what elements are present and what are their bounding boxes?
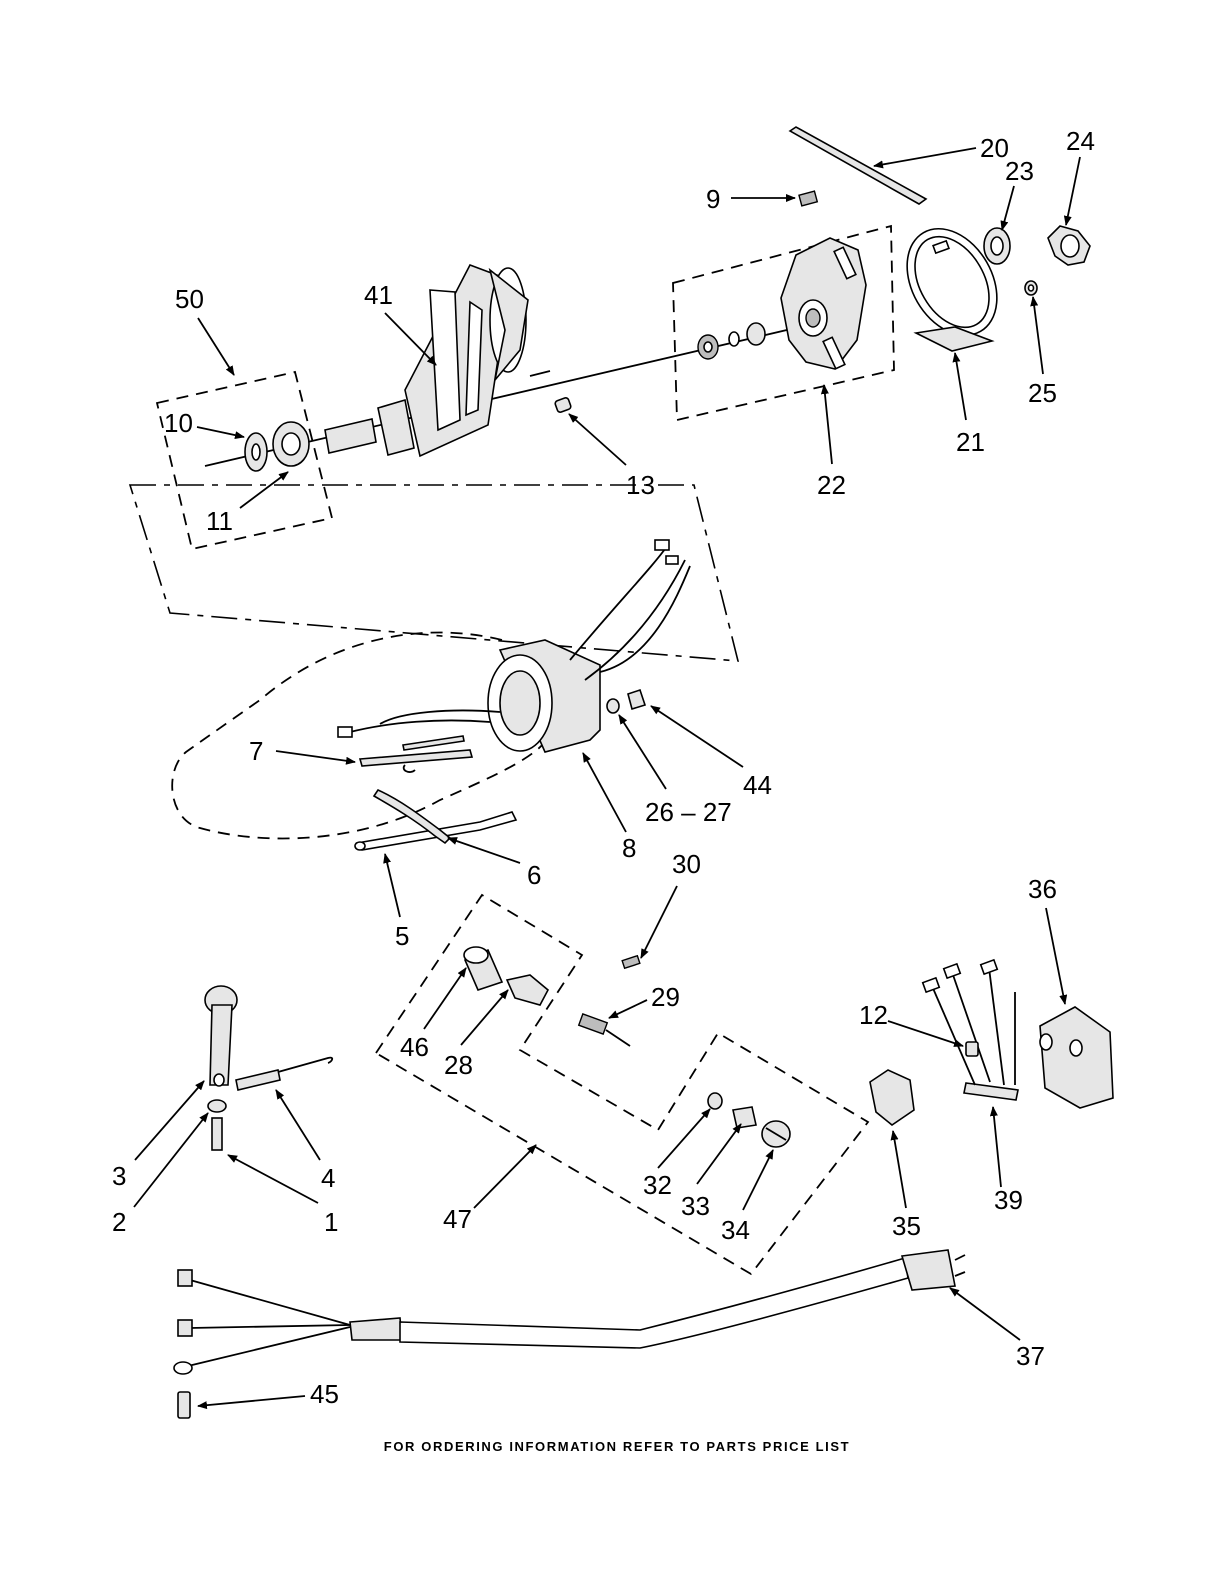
part-39-switch-wires (923, 960, 1018, 1100)
part-46-brush-holder (464, 947, 502, 990)
label-24: 24 (1066, 126, 1095, 156)
part-26-27-bushing (607, 699, 619, 713)
label-35: 35 (892, 1211, 921, 1241)
label-2: 2 (112, 1207, 126, 1237)
part-34-cap (762, 1121, 790, 1147)
part-3-arm (205, 986, 237, 1086)
part-12-screw (966, 1042, 978, 1056)
part-10-washer (245, 433, 267, 471)
part-9-clip (799, 191, 817, 206)
part-32-cap (708, 1093, 722, 1109)
part-23-bearing (984, 228, 1010, 264)
label-41: 41 (364, 280, 393, 310)
label-8: 8 (622, 833, 636, 863)
part-24-retainer (1048, 226, 1090, 265)
part-25-nut (1025, 281, 1037, 295)
housing-outline (172, 633, 545, 839)
label-34: 34 (721, 1215, 750, 1245)
label-21: 21 (956, 427, 985, 457)
label-3: 3 (112, 1161, 126, 1191)
label-50: 50 (175, 284, 204, 314)
label-22: 22 (817, 470, 846, 500)
label-44: 44 (743, 770, 772, 800)
label-5: 5 (395, 921, 409, 951)
part-33-spring (733, 1107, 756, 1128)
part-7-screws (360, 736, 472, 772)
label-46: 46 (400, 1032, 429, 1062)
label-45: 45 (310, 1379, 339, 1409)
group-50-box (157, 372, 332, 549)
label-28: 28 (444, 1050, 473, 1080)
label-9: 9 (706, 184, 720, 214)
label-32: 32 (643, 1170, 672, 1200)
label-26-27: 26 – 27 (645, 797, 732, 827)
label-36: 36 (1028, 874, 1057, 904)
part-13-screw (554, 397, 571, 413)
part-45-screw (178, 1392, 190, 1418)
footer-note: FOR ORDERING INFORMATION REFER TO PARTS … (384, 1439, 850, 1454)
part-30-spring (622, 956, 640, 969)
label-7: 7 (249, 736, 263, 766)
label-33: 33 (681, 1191, 710, 1221)
part-11-bearing (273, 422, 309, 466)
label-23: 23 (1005, 156, 1034, 186)
part-22-end-bell (698, 238, 866, 369)
label-6: 6 (527, 860, 541, 890)
label-37: 37 (1016, 1341, 1045, 1371)
label-11: 11 (206, 506, 233, 536)
part-1-screw (212, 1118, 222, 1150)
part-35-switch (870, 1070, 914, 1125)
part-8-field (338, 540, 690, 752)
part-37-power-cord (174, 1250, 965, 1374)
label-13: 13 (626, 470, 655, 500)
part-29-brush (579, 1014, 630, 1046)
part-2-washer (208, 1100, 226, 1112)
label-25: 25 (1028, 378, 1057, 408)
label-12: 12 (859, 1000, 888, 1030)
label-29: 29 (651, 982, 680, 1012)
label-30: 30 (672, 849, 701, 879)
group-22-box (673, 226, 894, 420)
label-10: 10 (164, 408, 193, 438)
part-41-armature (325, 265, 550, 456)
label-47: 47 (443, 1204, 472, 1234)
part-4-hook (278, 1058, 332, 1072)
label-4: 4 (321, 1163, 335, 1193)
part-4-spring (236, 1070, 280, 1090)
label-39: 39 (994, 1185, 1023, 1215)
label-1: 1 (324, 1207, 338, 1237)
part-44-sleeve (628, 690, 645, 709)
part-28-brush-holder (507, 975, 548, 1005)
part-36-terminal-block (1040, 1007, 1113, 1108)
